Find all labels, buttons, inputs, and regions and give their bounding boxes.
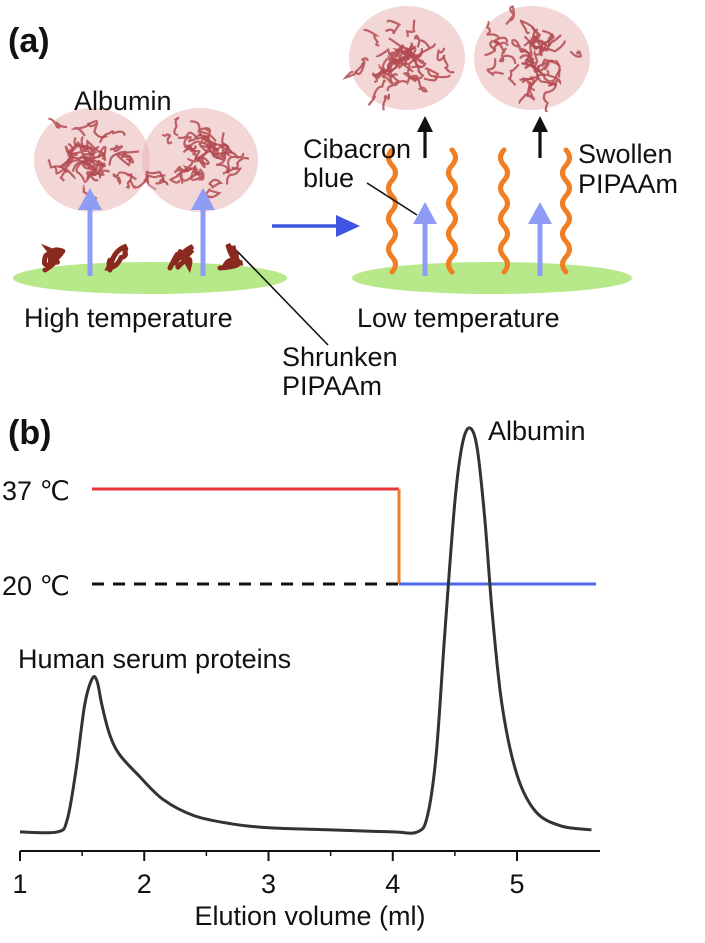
elution-trace — [19, 426, 592, 835]
albumin-label-a: Albumin — [74, 86, 172, 116]
ligand-arrow-left-1 — [78, 188, 102, 276]
swollen-label-1: Swollen — [578, 139, 673, 169]
panel-a: (a) Albumin Shrunken PIPAAm High tempera… — [8, 5, 678, 401]
x-tick-label-5: 5 — [509, 869, 524, 899]
temp-low-label: 20 ℃ — [2, 571, 70, 601]
albumin-protein-right-1 — [342, 6, 465, 111]
shrunken-label-2: PIPAAm — [282, 371, 382, 401]
release-arrow-1 — [417, 116, 433, 158]
transition-arrow — [272, 215, 360, 237]
shrunken-polymer-coils — [40, 243, 244, 274]
x-tick-label-1: 1 — [12, 869, 27, 899]
high-temperature-label: High temperature — [24, 303, 233, 333]
release-arrow-2 — [532, 116, 548, 158]
surface-high-temp — [13, 262, 287, 294]
cibacron-label-1: Cibacron — [303, 134, 411, 164]
shrunken-label-1: Shrunken — [282, 342, 398, 372]
temp-high-label: 37 ℃ — [2, 476, 70, 506]
cibacron-leader-line — [366, 182, 418, 216]
panel-b-label: (b) — [8, 414, 51, 452]
x-tick-label-3: 3 — [261, 869, 276, 899]
ligand-arrow-right-1 — [413, 202, 437, 276]
low-temperature-label: Low temperature — [357, 303, 560, 333]
x-tick-label-4: 4 — [385, 869, 400, 899]
x-axis-ticks: 1 2 3 4 5 — [12, 851, 525, 899]
x-tick-label-2: 2 — [137, 869, 152, 899]
albumin-protein-left-2 — [142, 108, 258, 212]
cibacron-label-2: blue — [303, 163, 354, 193]
ligand-arrow-right-2 — [528, 202, 552, 276]
panel-a-label: (a) — [8, 22, 50, 60]
ligand-arrow-left-2 — [191, 188, 215, 276]
albumin-protein-left-1 — [34, 108, 157, 212]
albumin-protein-right-2 — [474, 5, 590, 113]
swollen-polymer-chains — [386, 147, 572, 275]
peak-label-albumin: Albumin — [488, 416, 586, 446]
swollen-label-2: PIPAAm — [578, 169, 678, 199]
shrunken-leader-line — [237, 251, 329, 346]
panel-b: (b) 37 ℃ 20 ℃ Human serum proteins Album… — [2, 414, 600, 931]
x-axis-label: Elution volume (ml) — [194, 901, 425, 931]
peak-label-serum-proteins: Human serum proteins — [18, 644, 291, 674]
